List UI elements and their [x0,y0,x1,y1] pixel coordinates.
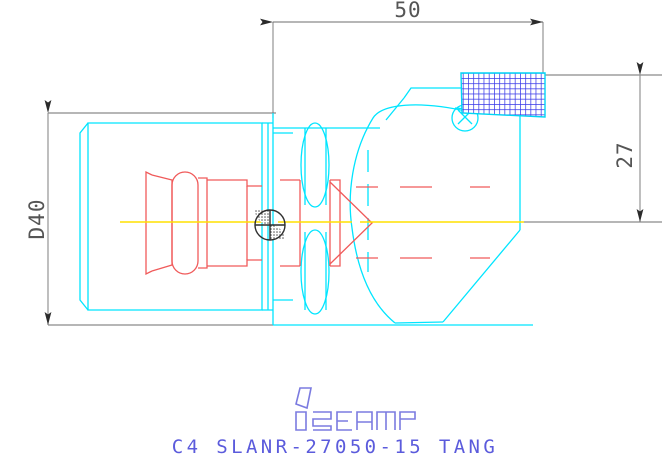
oval-flute-upper [300,122,330,208]
shank-outer-box [87,122,263,311]
tool-body-outline [79,77,546,326]
bore-lines-b [330,179,341,267]
dimension-label-50: 50 [394,0,421,22]
iscar-logo [295,387,416,431]
shank-front-face [145,170,153,276]
dimension-shank-diameter: D40 [25,100,276,326]
quadrant-upper-left [255,210,270,225]
angled-relief-cut [442,229,521,323]
shank-groove [171,171,199,275]
logo-letter-c [336,411,352,431]
insert-pocket-cone [329,181,373,265]
section-circle-marker [254,209,286,241]
shank-detail-lines [145,170,490,276]
dimension-label-d40: D40 [25,199,49,240]
head-bottom-edge [394,321,444,324]
shank-lower-step [207,259,262,267]
head-shoulder-taper [385,97,405,121]
dimension-label-27: 27 [613,141,637,168]
quadrant-lower-right [270,225,285,240]
logo-letter-s [312,411,332,431]
oval-flute-lower [300,229,330,315]
bore-lines-a [280,179,300,267]
shank-taper-left [151,174,173,272]
insert-hatch-area [460,72,546,118]
logo-letter-i [295,411,307,431]
logo-letter-a [356,411,373,430]
dimension-head-height: 27 [520,62,662,223]
hatched-insert-block [460,72,546,118]
logo-letter-r [399,411,416,430]
logo-letter-m [376,411,396,430]
logo-accent-mark [295,387,312,410]
shank-left-chamfer [79,122,89,311]
shank-groove-shoulder [198,177,208,269]
shank-upper-step [207,179,262,187]
bore-walls [299,180,331,266]
flute-upper-walls [304,128,327,205]
head-arc-profile [349,104,471,324]
dimension-overall-length: 50 [260,0,544,118]
flute-lower-walls [304,232,327,310]
part-number-label: C4 SLANR-27050-15 TANG [172,436,498,458]
